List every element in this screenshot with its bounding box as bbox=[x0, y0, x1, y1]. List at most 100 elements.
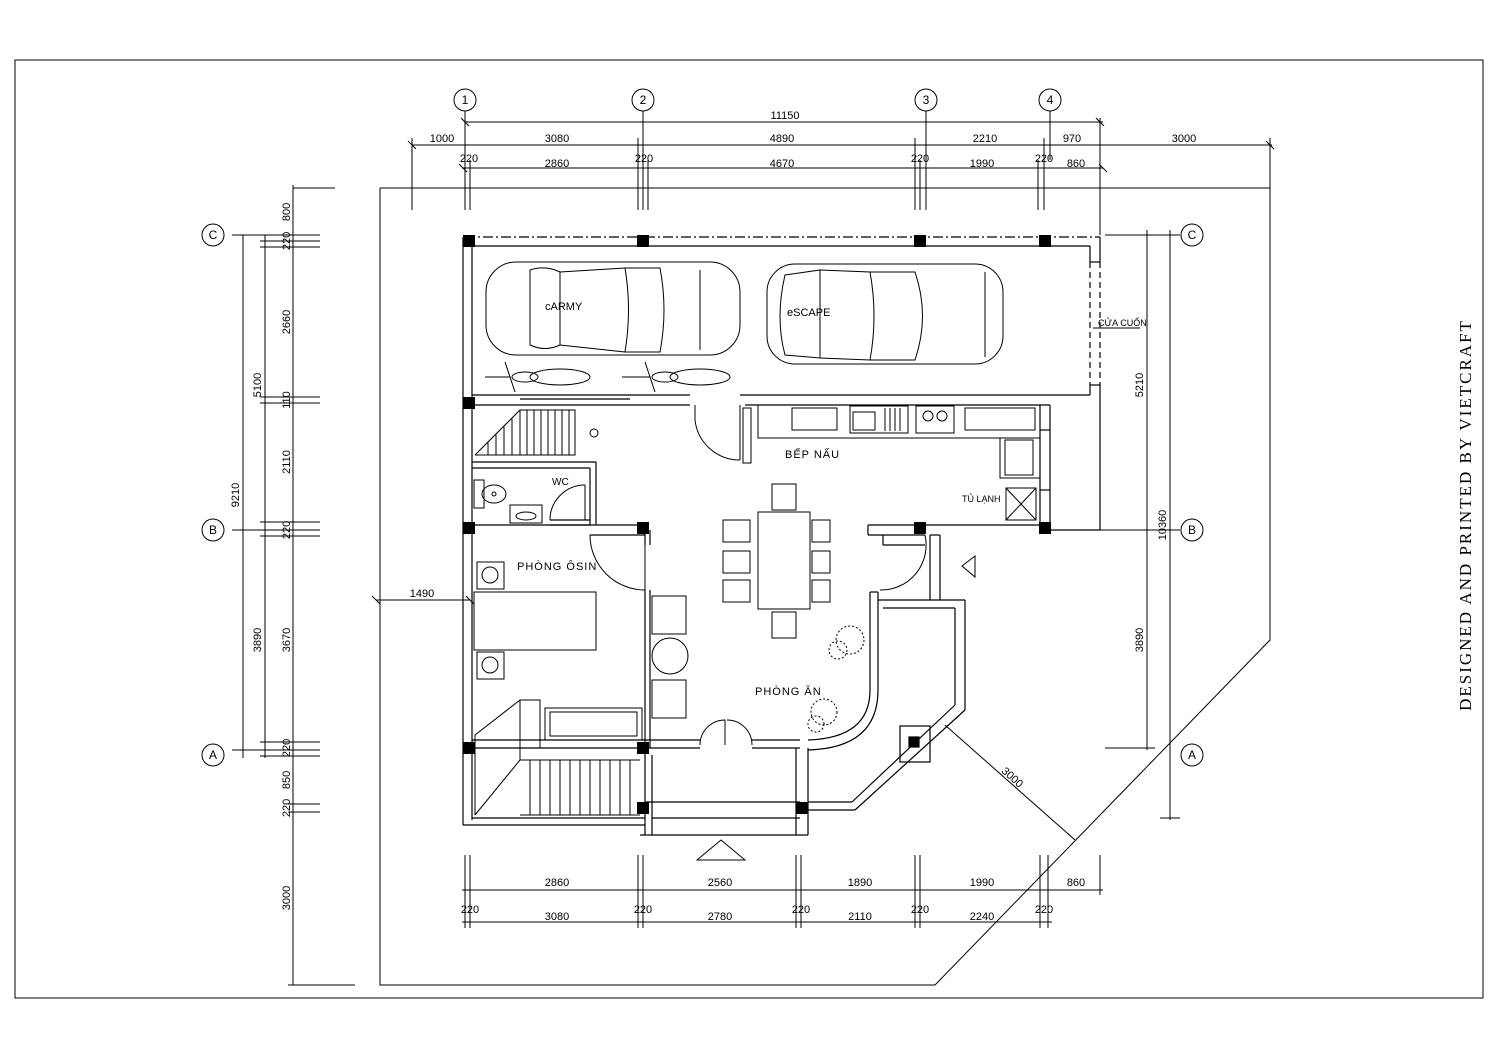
grid-label-b-right: B bbox=[1188, 523, 1196, 537]
dim-left-inner-3: 2660 bbox=[281, 310, 293, 334]
grid-label-3: 3 bbox=[923, 93, 930, 107]
wc-label: WC bbox=[552, 477, 569, 488]
dim-top2-6: 1990 bbox=[970, 158, 994, 170]
grid-label-a-left: A bbox=[209, 748, 217, 762]
fridge-icon bbox=[1005, 487, 1037, 521]
dim-left-mid-2: 3890 bbox=[252, 628, 264, 652]
sink-icon bbox=[849, 405, 909, 434]
dim-top-1: 1000 bbox=[430, 133, 454, 145]
dim-left-outer-1: 9210 bbox=[230, 483, 242, 507]
top-dimension-lines bbox=[407, 117, 1275, 235]
fridge-label: TỦ LẠNH bbox=[962, 493, 1001, 504]
left-dimension-lines bbox=[232, 185, 355, 986]
grid-label-2: 2 bbox=[640, 93, 647, 107]
dim-left-inner-5: 2110 bbox=[281, 450, 293, 474]
grid-label-4: 4 bbox=[1047, 93, 1054, 107]
dim-bottom-5: 860 bbox=[1067, 877, 1085, 889]
nightstand-icon-top bbox=[476, 561, 505, 590]
car-label-army: cARMY bbox=[545, 301, 583, 313]
dim-top2-8: 860 bbox=[1067, 158, 1085, 170]
doors bbox=[549, 405, 927, 746]
dim-bottom2-4: 2780 bbox=[708, 911, 732, 923]
motorbike-icon-2 bbox=[622, 361, 731, 393]
dim-left-inner-4: 110 bbox=[281, 391, 293, 409]
dim-top-5: 970 bbox=[1063, 133, 1081, 145]
dim-top-4: 2210 bbox=[973, 133, 997, 145]
grid-label-c-right: C bbox=[1188, 228, 1197, 242]
dim-bottom2-9: 220 bbox=[1035, 904, 1053, 916]
right-dimension-lines bbox=[1060, 230, 1180, 820]
dim-right-inner-1: 5210 bbox=[1134, 373, 1146, 397]
credit-label: DESIGNED AND PRINTED BY VIETCRAFT bbox=[1456, 319, 1475, 711]
kitchen-counter bbox=[757, 404, 1041, 479]
entrance-arrow-icon bbox=[695, 839, 747, 861]
dim-right-inner-2: 3890 bbox=[1134, 628, 1146, 652]
grid-label-1: 1 bbox=[462, 93, 469, 107]
dim-left-inner-10: 220 bbox=[281, 799, 293, 817]
dim-bottom2-6: 2110 bbox=[848, 911, 872, 923]
dim-top-6: 3000 bbox=[1172, 133, 1196, 145]
sheet-border bbox=[14, 59, 1484, 999]
dim-top-total: 11150 bbox=[771, 110, 800, 122]
dim-left-inner-7: 3670 bbox=[281, 628, 293, 652]
dim-bottom-4: 1990 bbox=[970, 877, 994, 889]
dim-top2-5: 220 bbox=[911, 153, 929, 165]
dim-left-inner-8: 220 bbox=[281, 739, 293, 757]
grid-label-a-right: A bbox=[1188, 748, 1196, 762]
dim-top2-4: 4670 bbox=[770, 158, 794, 170]
dim-left-inner-2: 220 bbox=[281, 232, 293, 250]
dim-left-mid-1: 5100 bbox=[252, 373, 264, 397]
dining-label: PHÒNG ĂN bbox=[755, 685, 822, 698]
car-icon-army bbox=[485, 261, 741, 356]
dim-bottom2-8: 2240 bbox=[970, 911, 994, 923]
maid-room-label: PHÒNG ÔSIN bbox=[517, 560, 597, 573]
bed-icon bbox=[473, 591, 597, 651]
dim-bottom-3: 1890 bbox=[848, 877, 872, 889]
toilet-icon bbox=[473, 479, 507, 509]
lot-boundary bbox=[379, 187, 1271, 986]
dim-top-2: 3080 bbox=[545, 133, 569, 145]
stairs-upper bbox=[474, 409, 599, 456]
dim-bottom-2: 2560 bbox=[708, 877, 732, 889]
nightstand-icon-bottom bbox=[476, 651, 505, 680]
bottom-dimension-lines bbox=[462, 855, 1103, 928]
dim-top2-2: 2860 bbox=[545, 158, 569, 170]
setback-dimension bbox=[371, 595, 1076, 841]
dim-bottom-1: 2860 bbox=[545, 877, 569, 889]
credit-text: DESIGNED AND PRINTED BY VIETCRAFT bbox=[1456, 319, 1476, 711]
plant-icon-1 bbox=[828, 625, 865, 660]
roller-door-label: CỬA CUỐN bbox=[1098, 317, 1147, 328]
dim-top2-1: 220 bbox=[460, 153, 478, 165]
dim-bottom2-3: 220 bbox=[634, 904, 652, 916]
dim-right-outer: 10360 bbox=[1157, 510, 1169, 541]
dim-top2-3: 220 bbox=[635, 153, 653, 165]
lounge-set bbox=[651, 595, 689, 719]
dim-setback: 1490 bbox=[410, 588, 434, 600]
dim-left-outer-2: 3000 bbox=[281, 886, 293, 910]
dining-table bbox=[722, 483, 831, 639]
dim-bottom2-5: 220 bbox=[792, 904, 810, 916]
dim-diagonal: 3000 bbox=[999, 765, 1025, 790]
plant-icon-2 bbox=[807, 698, 838, 733]
stove-icon bbox=[915, 405, 955, 434]
kitchen-label: BẾP NẤU bbox=[785, 448, 840, 461]
car-icon-escape bbox=[766, 263, 1004, 365]
grid-bubbles bbox=[201, 88, 1204, 767]
grid-label-c-left: C bbox=[209, 228, 218, 242]
grid-label-b-left: B bbox=[209, 523, 217, 537]
washbasin-icon bbox=[509, 504, 543, 524]
dim-left-inner-1: 800 bbox=[281, 203, 293, 221]
stairs-lower bbox=[474, 699, 643, 816]
dim-bottom2-2: 3080 bbox=[545, 911, 569, 923]
side-entrance-arrow-icon bbox=[961, 554, 976, 579]
columns bbox=[463, 235, 1051, 814]
dim-top2-7: 220 bbox=[1035, 153, 1053, 165]
dim-bottom2-7: 220 bbox=[911, 904, 929, 916]
dim-left-inner-6: 220 bbox=[281, 521, 293, 539]
dim-left-inner-9: 850 bbox=[281, 771, 293, 789]
motorbike-icon-1 bbox=[485, 361, 591, 393]
building-walls bbox=[462, 236, 1101, 836]
dim-top-3: 4890 bbox=[770, 133, 794, 145]
dim-bottom2-1: 220 bbox=[461, 904, 479, 916]
